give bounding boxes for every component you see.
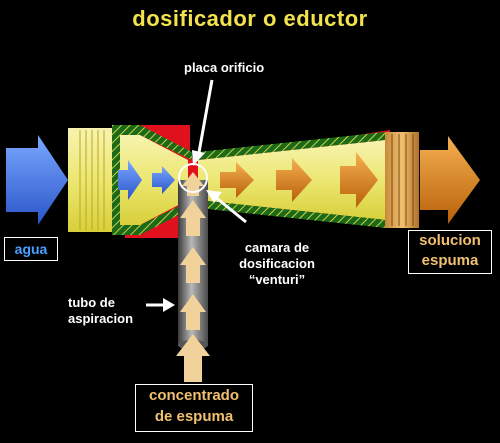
inlet-body xyxy=(68,128,118,232)
diffuser-wall-bottom xyxy=(198,200,385,228)
solution-arrow-2 xyxy=(276,158,312,202)
solution-label-box: solucion espuma xyxy=(408,230,492,274)
water-label: agua xyxy=(14,241,48,257)
suction-tube-label: tubo de aspiracion xyxy=(68,295,133,327)
concentrate-label-line1: concentrado xyxy=(148,387,239,404)
outlet-threads xyxy=(391,134,414,226)
water-inlet-arrow xyxy=(6,135,68,225)
inlet-ribs xyxy=(79,130,105,230)
outlet-coupling xyxy=(385,132,419,228)
chamber-label-line2: dosificacion xyxy=(239,256,315,271)
chamber-label-line1: camara de xyxy=(244,240,310,255)
water-label-box: agua xyxy=(4,237,58,261)
solution-label-line2: espuma xyxy=(421,252,479,269)
concentrate-label-line2: de espuma xyxy=(154,408,234,425)
suction-label-line2: aspiracion xyxy=(68,311,134,326)
water-arrow-2 xyxy=(118,160,142,200)
nozzle-wall-top xyxy=(112,125,192,160)
suction-pointer xyxy=(146,298,175,312)
solution-arrow-3 xyxy=(340,152,378,208)
concentrate-arrow-3 xyxy=(180,200,206,236)
solution-label-line1: solucion xyxy=(419,232,481,249)
chamber-pointer xyxy=(206,190,247,224)
plate-pointer xyxy=(192,79,214,166)
chamber-label: camara de dosificacion “venturi” xyxy=(222,240,332,288)
chamber-label-line3: “venturi” xyxy=(248,272,306,287)
inlet-flange xyxy=(112,125,120,235)
concentrate-arrow-2 xyxy=(180,247,206,283)
orifice-plate-label: placa orificio xyxy=(184,60,265,75)
suction-label-line1: tubo de xyxy=(68,295,115,310)
solution-outlet-arrow xyxy=(420,136,480,224)
concentrate-label-box: concentrado de espuma xyxy=(135,384,253,432)
nozzle-wall-bottom xyxy=(112,200,192,235)
concentrate-inlet-arrow xyxy=(176,334,210,382)
solution-arrow-1 xyxy=(220,162,254,198)
water-arrow-3 xyxy=(152,166,175,194)
diffuser-wall-top xyxy=(198,132,385,160)
concentrate-arrow-1 xyxy=(180,294,206,330)
diagram-title: dosificador o eductor xyxy=(132,6,368,31)
